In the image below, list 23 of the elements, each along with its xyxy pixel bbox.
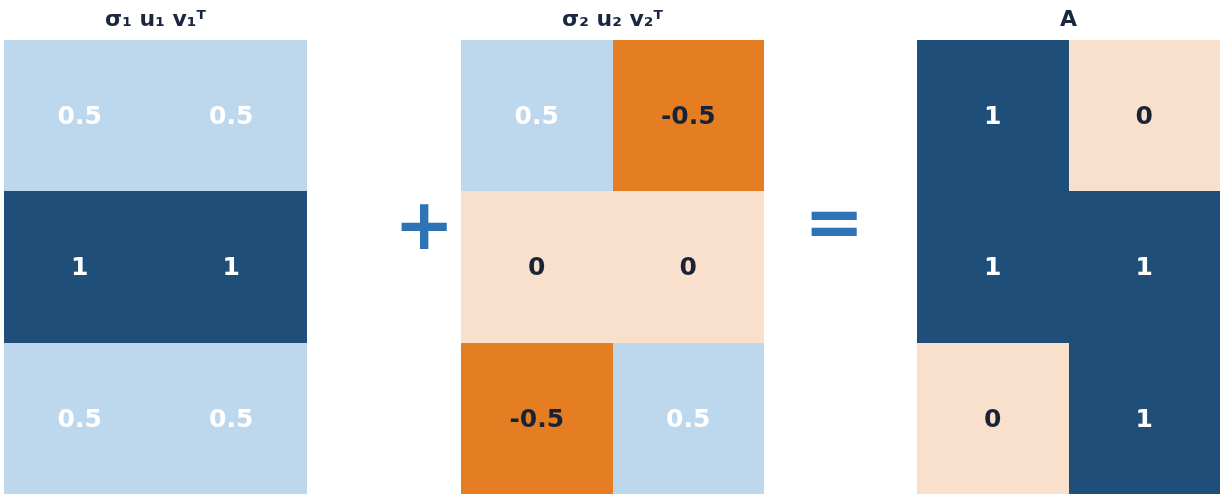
matrix-title: σ₁ u₁ v₁ᵀ (104, 5, 207, 33)
matrix-cell: 1 (155, 191, 307, 343)
matrix-cell: 1 (4, 191, 156, 343)
operator-sign: = (804, 185, 865, 257)
matrix-cell: -0.5 (461, 342, 613, 494)
matrix-cell: 0 (612, 191, 764, 343)
matrix-title: A (1059, 5, 1078, 33)
matrix-cell: 1 (1068, 342, 1220, 494)
matrix-cell: 0.5 (4, 342, 156, 494)
matrix-cell: 1 (1068, 191, 1220, 343)
matrix-cell: -0.5 (612, 40, 764, 192)
matrix-cell: 0 (917, 342, 1069, 494)
matrix-cell: 0.5 (155, 342, 307, 494)
matrix-cell: 1 (917, 40, 1069, 192)
matrix-title: σ₂ u₂ v₂ᵀ (561, 5, 664, 33)
matrix-cell: 0.5 (612, 342, 764, 494)
matrix-cell: 0 (461, 191, 613, 343)
matrix-cell: 0.5 (155, 40, 307, 192)
matrix-cell: 1 (917, 191, 1069, 343)
matrix-cell: 0.5 (4, 40, 156, 192)
matrix-cell: 0.5 (461, 40, 613, 192)
matrix-cell: 0 (1068, 40, 1220, 192)
operator-sign: + (394, 188, 455, 260)
